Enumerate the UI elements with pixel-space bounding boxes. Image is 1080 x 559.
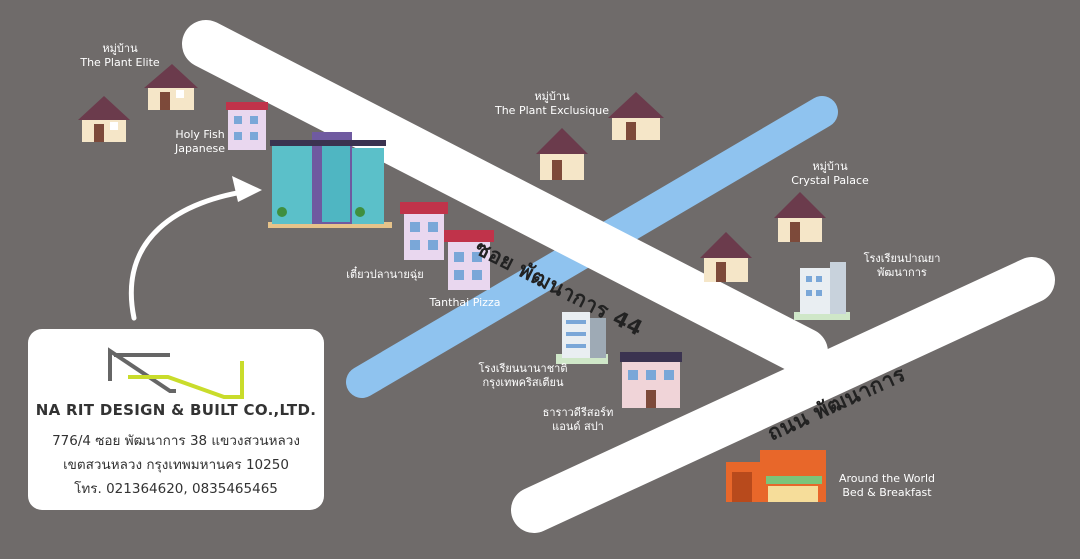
label-line: The Plant Elite [80,56,160,69]
pizza-building-icon [444,230,494,290]
label-line: Crystal Palace [791,174,869,187]
arrow-icon [128,187,259,321]
label-tanthai: Tanthai Pizza [429,296,501,309]
label-line: แอนด์ สปา [552,420,604,433]
company-phone: โทร. 021364620, 0835465465 [74,481,278,497]
label-line: โรงเรียนนานาชาติ [478,362,568,375]
label-line: ธาราวดีรีสอร์ท [542,406,614,419]
company-logo-icon [108,347,244,399]
house-icon [700,232,752,282]
label-noodle: เตี๋ยวปลานายฉุ่ย [346,268,424,281]
road-soi-pattanakarn-44 [182,20,828,376]
label-plant-elite: หมู่บ้าน The Plant Elite [70,42,170,70]
label-holy-fish: Holy Fish Japanese [160,128,240,156]
arrow-head-icon [232,176,262,202]
resort-building-icon [620,352,682,408]
label-line: The Plant Exclusique [494,104,610,117]
company-name: NA RIT DESIGN & BUILT CO.,LTD. [35,401,317,419]
label-school-intl: โรงเรียนนานาชาติ กรุงเทพคริสเตียน [468,362,578,390]
label-crystal-palace: หมู่บ้าน Crystal Palace [780,160,880,188]
label-school-pranya: โรงเรียนปาณยา พัฒนาการ [852,252,952,280]
label-line: หมู่บ้าน [102,42,138,55]
shop-building-icon [400,202,448,260]
office-building-icon [268,132,392,228]
label-around-world: Around the World Bed & Breakfast [834,472,940,500]
company-address-line-2: เขตสวนหลวง กรุงเทพมหานคร 10250 [63,457,289,473]
label-line: Around the World [838,472,936,485]
label-line: Japanese [175,142,225,155]
school-building-icon [556,312,608,364]
label-resort: ธาราวดีรีสอร์ท แอนด์ สปา [528,406,628,434]
restaurant-building-icon [226,102,268,150]
label-line: พัฒนาการ [877,266,927,279]
label-line: กรุงเทพคริสเตียน [482,376,564,389]
label-line: หมู่บ้าน [534,90,570,103]
house-icon [774,192,826,242]
label-line: Bed & Breakfast [842,486,932,499]
hotel-building-icon [726,450,826,502]
house-icon [536,128,588,180]
road-thanon-pattanakarn [511,257,1055,533]
company-address-line-1: 776/4 ซอย พัฒนาการ 38 แขวงสวนหลวง [52,433,300,449]
company-card: NA RIT DESIGN & BUILT CO.,LTD. 776/4 ซอย… [28,329,324,510]
label-line: หมู่บ้าน [812,160,848,173]
label-line: Holy Fish [175,128,225,141]
house-icon [608,92,664,140]
label-line: โรงเรียนปาณยา [863,252,941,265]
school-building-icon [794,262,850,320]
label-plant-exclusique: หมู่บ้าน The Plant Exclusique [492,90,612,118]
house-icon [144,64,198,110]
house-icon [78,96,130,142]
